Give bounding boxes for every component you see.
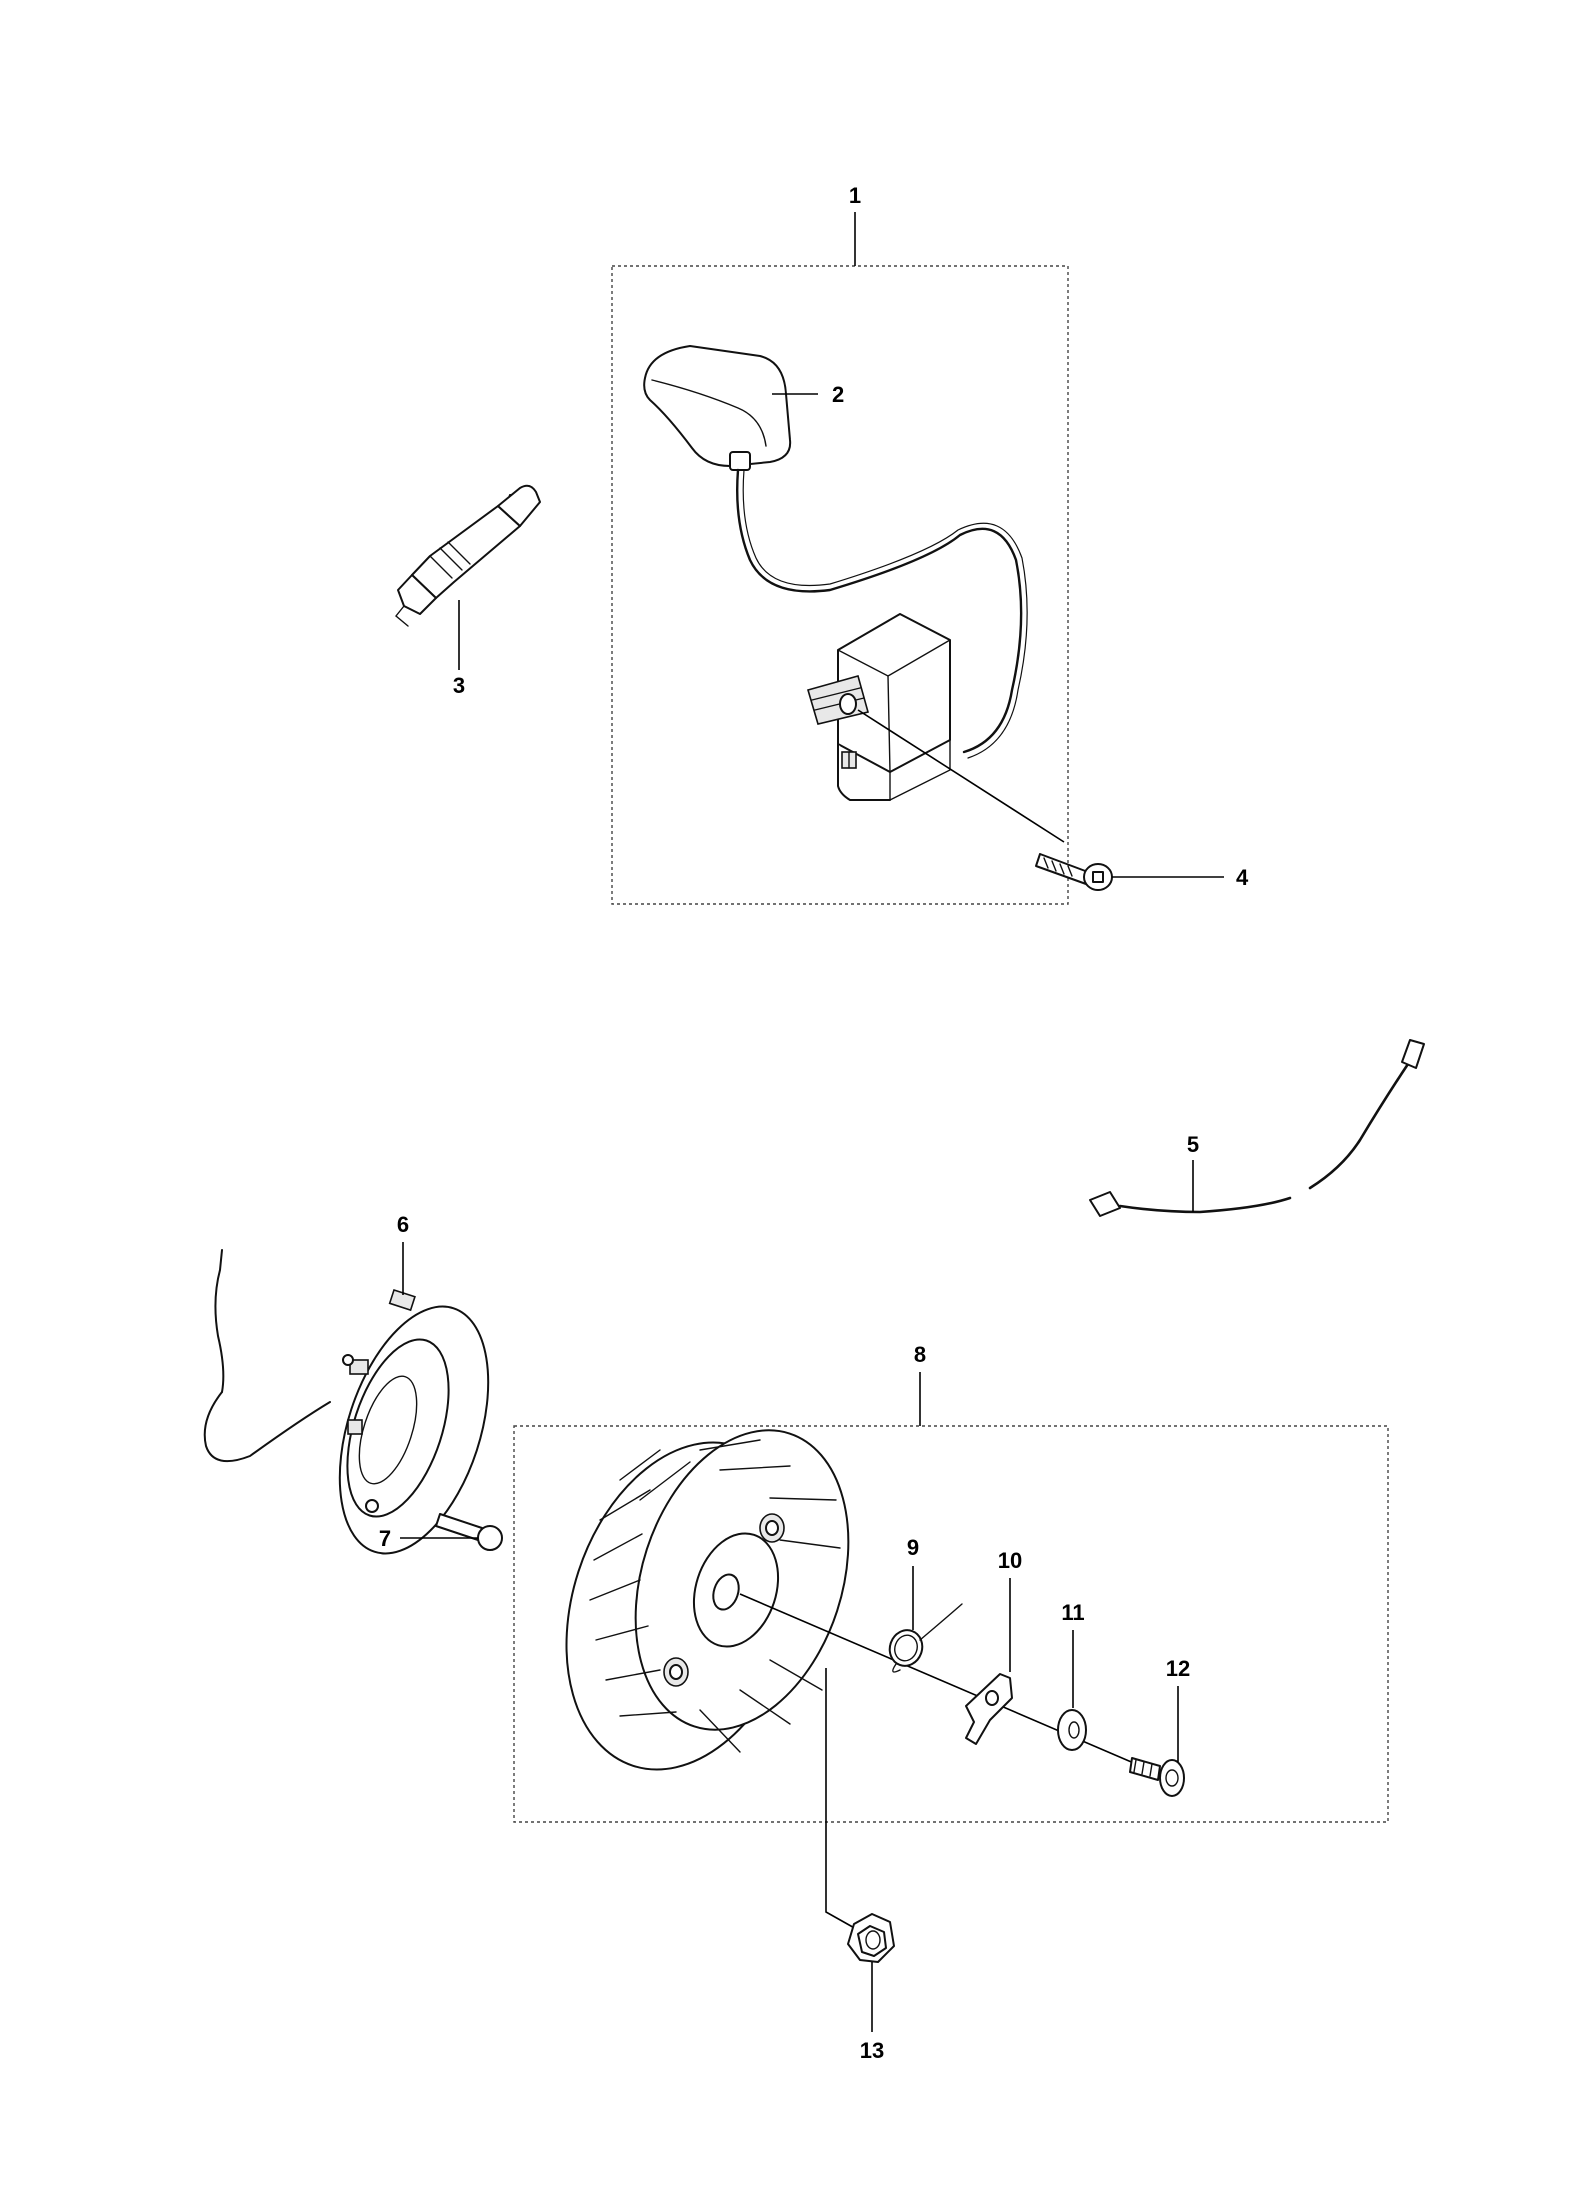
pawl-screw [1129,1757,1185,1797]
flywheel [565,1429,850,1771]
callout-12: 12 [1166,1656,1190,1681]
armature-screw [435,1513,503,1551]
starter-pawl [965,1673,1013,1745]
callout-5: 5 [1187,1132,1199,1157]
armature-ring [203,1249,490,1555]
callout-11: 11 [1061,1600,1084,1625]
assembly-box-1 [611,265,1069,905]
spark-plug [395,484,541,627]
assembly-box-8 [513,1425,1389,1823]
ignition-module-screw [1035,853,1113,891]
wire-harness [1089,1039,1425,1217]
assembly-axis-line-4 [857,709,1065,843]
ignition-module [807,613,951,802]
flywheel-nut [847,1913,895,1963]
callout-2: 2 [832,382,844,407]
spring-clip [888,1603,963,1673]
leader-axis-13 [825,1668,859,1931]
callout-13: 13 [860,2038,884,2063]
callout-4: 4 [1236,865,1249,890]
callout-6: 6 [397,1212,409,1237]
washer [1057,1709,1087,1751]
callout-3: 3 [453,673,465,698]
callout-7: 7 [379,1526,391,1551]
callout-10: 10 [998,1548,1022,1573]
callout-9: 9 [907,1535,919,1560]
callout-1: 1 [849,183,861,208]
ignition-lead [736,468,1023,754]
callout-8: 8 [914,1342,926,1367]
spark-plug-cap [643,345,792,471]
